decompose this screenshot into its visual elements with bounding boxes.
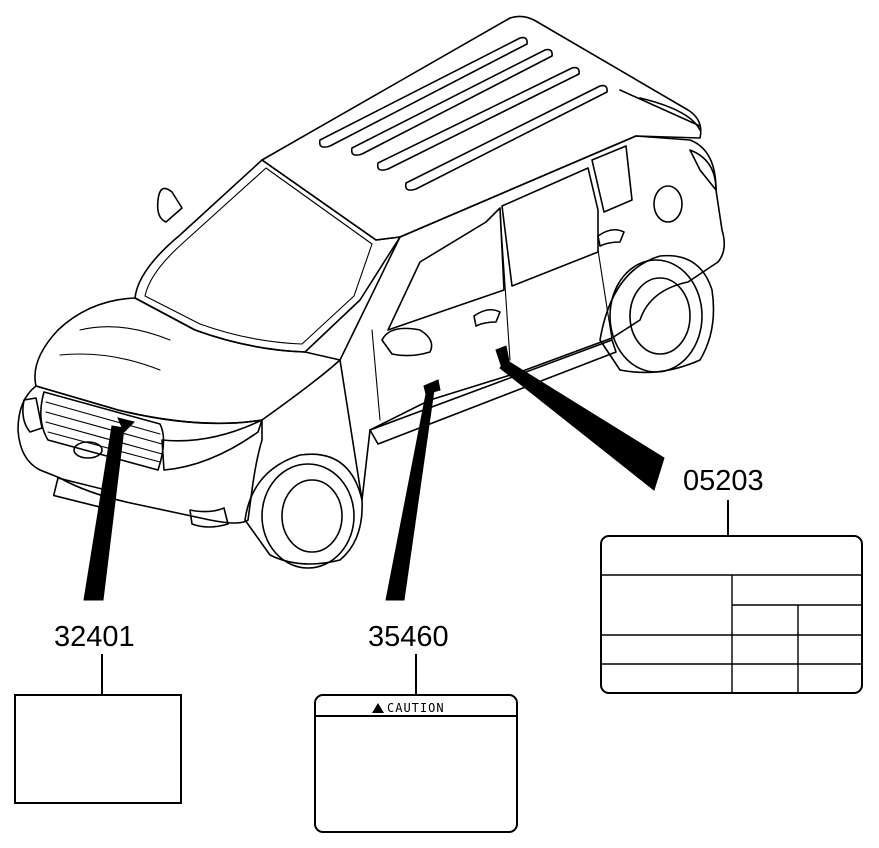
quarter-window xyxy=(591,145,633,213)
label-group-05203: 05203 xyxy=(600,465,863,694)
leader-32401 xyxy=(83,417,135,601)
leader-35460 xyxy=(385,379,441,601)
rear-spoiler xyxy=(619,89,701,131)
caution-text: CAUTION xyxy=(387,701,445,715)
rear-door-window xyxy=(501,167,599,287)
body-side xyxy=(339,135,726,501)
right-headlight xyxy=(161,419,263,471)
rear-wheel xyxy=(599,254,715,374)
part-number-05203: 05203 xyxy=(683,465,764,497)
hood xyxy=(34,297,341,425)
label-group-32401: 32401 xyxy=(14,621,182,804)
label-32401-box xyxy=(14,694,182,804)
roof-ribs xyxy=(318,36,608,191)
warning-triangle-icon xyxy=(372,703,384,713)
front-wheel xyxy=(244,453,363,569)
label-group-35460: 35460 CAUTION xyxy=(314,621,518,833)
windshield xyxy=(134,159,401,353)
vehicle-illustration xyxy=(17,15,726,569)
grille-bars xyxy=(45,401,163,463)
part-number-35460: 35460 xyxy=(368,621,449,653)
left-mirror xyxy=(156,187,183,223)
front-bumper xyxy=(17,385,263,524)
front-emblem xyxy=(73,441,103,459)
roof-outline xyxy=(261,15,702,241)
front-door-window xyxy=(387,207,505,331)
label-35460-box xyxy=(314,694,518,833)
part-number-32401: 32401 xyxy=(54,621,135,653)
leader-05203 xyxy=(495,345,665,491)
label-05203-grid xyxy=(601,574,862,693)
left-headlight xyxy=(22,397,43,433)
right-mirror xyxy=(381,327,433,357)
grille xyxy=(40,391,165,471)
